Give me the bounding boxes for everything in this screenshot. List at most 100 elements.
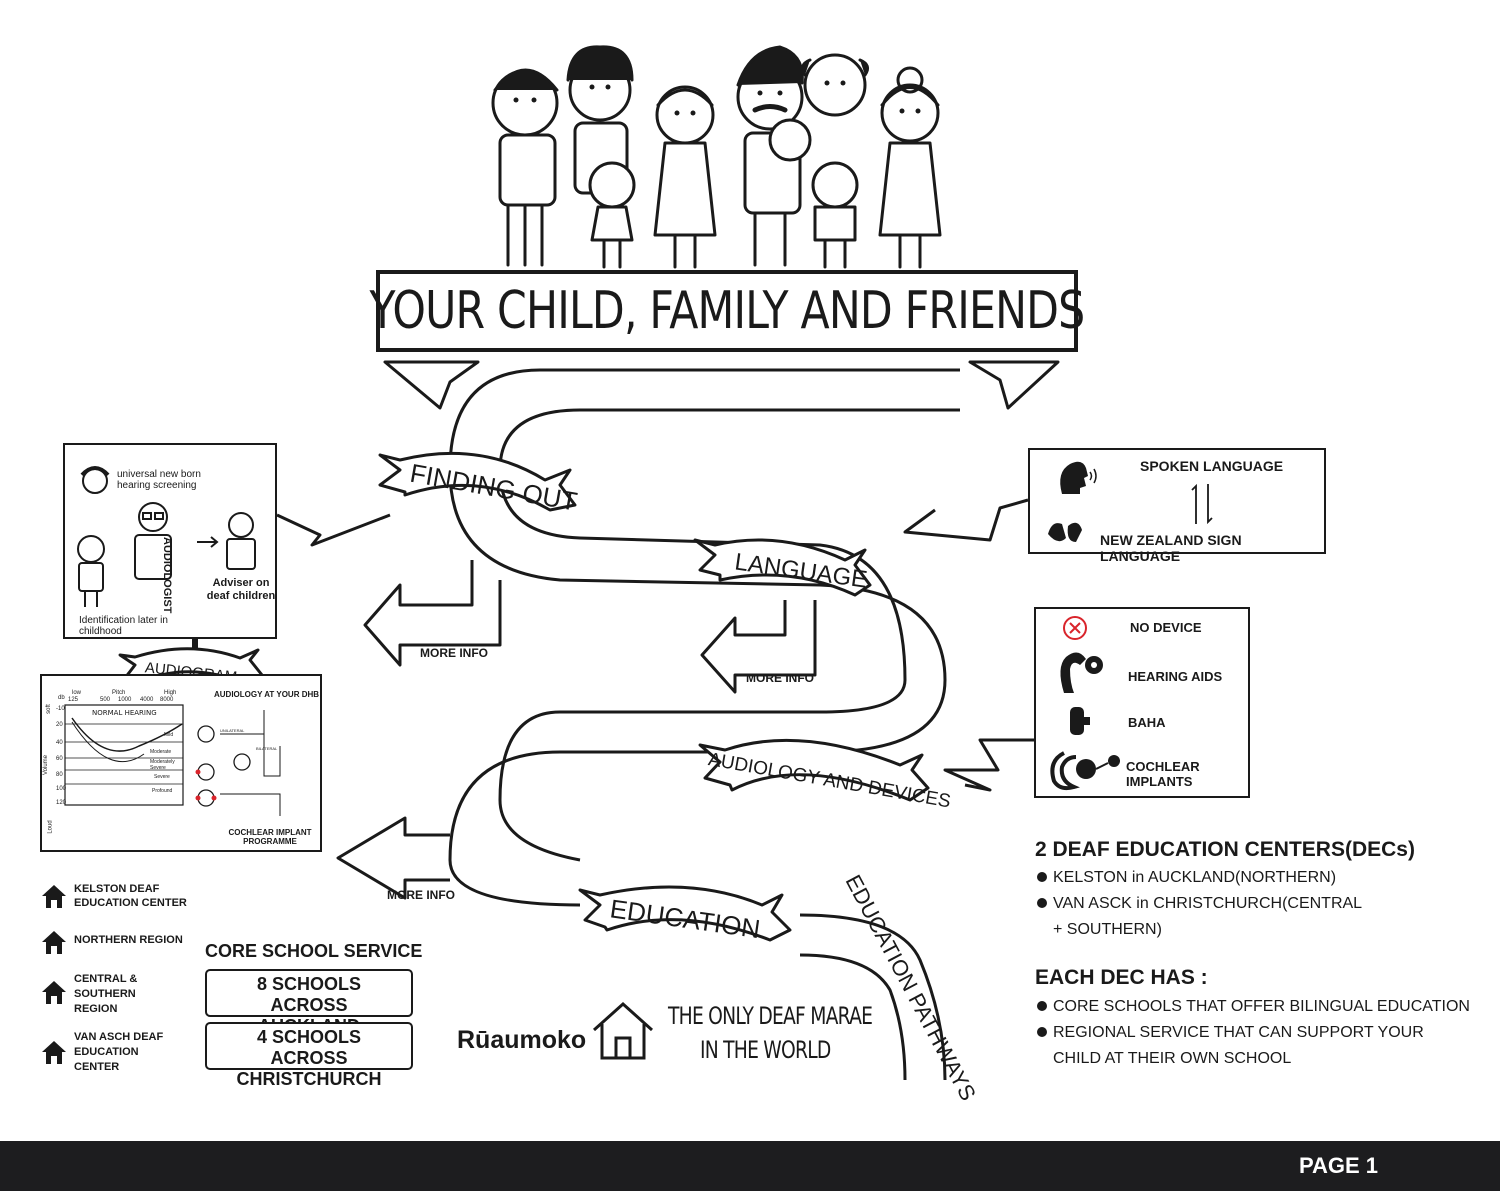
audiologist-icon bbox=[134, 502, 172, 580]
dec-has-title: EACH DEC HAS : bbox=[1035, 966, 1208, 989]
audiogram-freq-0: 125 bbox=[68, 697, 79, 703]
footer-bar: PAGE 1 bbox=[0, 1141, 1500, 1191]
dec-item-kelston: KELSTON in AUCKLAND(NORTHERN) bbox=[1037, 865, 1457, 891]
house-icon bbox=[42, 1041, 66, 1064]
dec-has-item-core-text: CORE SCHOOLS THAT OFFER BILINGUAL EDUCAT… bbox=[1053, 998, 1470, 1015]
audiogram-freq-4: 8000 bbox=[160, 697, 174, 703]
dec-item-van-asck: VAN ASCK in CHRISTCHURCH(CENTRAL + SOUTH… bbox=[1037, 891, 1373, 943]
cochlear-implant-icon bbox=[1050, 751, 1120, 791]
language-box: SPOKEN LANGUAGE NEW ZEALAND SIGN LANGUAG… bbox=[1028, 448, 1326, 564]
house-icon bbox=[42, 981, 66, 1004]
device-no-device: NO DEVICE bbox=[1130, 620, 1202, 635]
audiogram-unilateral: UNILATERAL bbox=[220, 728, 245, 733]
core-title: CORE SCHOOL SERVICE bbox=[205, 941, 423, 961]
marae-house-icon bbox=[592, 1001, 654, 1060]
audiogram-normal: NORMAL HEARING bbox=[92, 709, 157, 717]
audiogram-level-1: 20 bbox=[56, 722, 63, 728]
arrow-right-icon bbox=[197, 536, 219, 548]
legend-item-northern: NORTHERN REGION bbox=[40, 928, 200, 958]
spoken-language-label: SPOKEN LANGUAGE bbox=[1140, 458, 1284, 474]
marae-line2: IN THE WORLD bbox=[700, 1036, 831, 1064]
identification-label: Identification later in childhood bbox=[79, 615, 168, 637]
audiogram-box: low Pitch High db 125 500 1000 4000 8000… bbox=[40, 674, 322, 852]
bullet-icon bbox=[1037, 898, 1047, 908]
legend-northern-label: NORTHERN REGION bbox=[74, 934, 183, 946]
speaking-head-icon bbox=[1060, 461, 1097, 494]
family-illustration bbox=[491, 45, 942, 269]
dec-title: 2 DEAF EDUCATION CENTERS(DECs) bbox=[1035, 838, 1415, 861]
audiogram-high: High bbox=[164, 690, 177, 696]
baha-icon bbox=[1070, 707, 1090, 735]
legend-central-label: CENTRAL & SOUTHERN REGION bbox=[74, 973, 138, 1015]
dec-item-van-asck-text: VAN ASCK in CHRISTCHURCH(CENTRAL + SOUTH… bbox=[1053, 895, 1362, 938]
screening-label: universal new born hearing screening bbox=[117, 469, 201, 491]
dec-has-item-regional-text: REGIONAL SERVICE THAT CAN SUPPORT YOUR C… bbox=[1053, 1024, 1424, 1067]
legend-item-kelston: KELSTON DEAF EDUCATION CENTER bbox=[40, 880, 200, 914]
bullet-icon bbox=[1037, 1001, 1047, 1011]
finding-out-box: universal new born hearing screening AUD… bbox=[63, 443, 277, 639]
audiogram-grade-0: Mild bbox=[164, 732, 174, 738]
dec-has-item-core: CORE SCHOOLS THAT OFFER BILINGUAL EDUCAT… bbox=[1037, 994, 1477, 1020]
marae-name: Rūaumoko bbox=[457, 1026, 587, 1054]
audiogram-children bbox=[195, 710, 281, 816]
audiogram-level-6: 120 bbox=[56, 800, 67, 806]
adviser-icon bbox=[226, 512, 256, 570]
marae-line1: THE ONLY DEAF MARAE bbox=[668, 1002, 873, 1030]
adviser-label: Adviser on deaf children bbox=[206, 577, 276, 602]
audiogram-level-3: 60 bbox=[56, 756, 63, 762]
road-diagram: FINDING OUT LANGUAGE AUDIOLOGY AND DEVIC… bbox=[118, 360, 1060, 1105]
no-device-icon bbox=[1063, 616, 1087, 640]
legend-item-van-asch: VAN ASCH DEAF EDUCATION CENTER bbox=[40, 1030, 200, 1076]
audiogram-pitch: Pitch bbox=[112, 690, 126, 696]
audiogram-soft: soft bbox=[45, 704, 52, 714]
bullet-icon bbox=[1037, 1027, 1047, 1037]
devices-box: NO DEVICE HEARING AIDS BAHA COCHLEAR IMP… bbox=[1034, 607, 1250, 798]
audiogram-cochlear: COCHLEAR IMPLANT PROGRAMME bbox=[228, 828, 312, 846]
audiologist-label: AUDIOLOGIST bbox=[161, 537, 173, 614]
audiogram-bilateral: BILATERAL bbox=[256, 746, 278, 751]
bullet-icon bbox=[1037, 872, 1047, 882]
audiogram-level-4: 80 bbox=[56, 772, 63, 778]
legend-item-central: CENTRAL & SOUTHERN REGION bbox=[40, 970, 200, 1016]
device-baha: BAHA bbox=[1128, 715, 1166, 730]
legend-kelston-label: KELSTON DEAF EDUCATION CENTER bbox=[74, 883, 187, 909]
audiogram-volume: Volume bbox=[43, 754, 50, 776]
core-box-auckland: 8 SCHOOLS ACROSS AUCKLAND bbox=[205, 969, 413, 1036]
page-number: PAGE 1 bbox=[1298, 1153, 1378, 1178]
audiogram-level-5: 100 bbox=[56, 786, 67, 792]
more-info-education[interactable]: MORE INFO bbox=[387, 888, 455, 902]
core-box-christchurch: 4 SCHOOLS ACROSS CHRISTCHURCH bbox=[205, 1022, 413, 1089]
audiogram-db: db bbox=[58, 695, 65, 701]
more-info-finding[interactable]: MORE INFO bbox=[420, 646, 488, 660]
audiogram-grade-2: Moderately Severe bbox=[150, 759, 175, 771]
swap-arrows-icon bbox=[1191, 483, 1213, 525]
audiogram-grade-1: Moderate bbox=[150, 749, 172, 755]
house-icon bbox=[42, 931, 66, 954]
device-hearing-aids: HEARING AIDS bbox=[1128, 669, 1223, 684]
dec-item-kelston-text: KELSTON in AUCKLAND(NORTHERN) bbox=[1053, 869, 1337, 886]
more-info-language[interactable]: MORE INFO bbox=[746, 671, 814, 685]
audiogram-level-0: -10 bbox=[56, 706, 65, 712]
audiogram-dhb: AUDIOLOGY AT YOUR DHB bbox=[214, 690, 320, 699]
device-cochlear: COCHLEAR IMPLANTS bbox=[1126, 759, 1200, 789]
audiogram-grade-4: Profound bbox=[152, 788, 173, 794]
title-banner: YOUR CHILD, FAMILY AND FRIENDS bbox=[370, 270, 1085, 352]
audiogram-freq-3: 4000 bbox=[140, 697, 154, 703]
legend-van-asch-label: VAN ASCH DEAF EDUCATION CENTER bbox=[74, 1031, 164, 1073]
audiogram-grade-3: Severe bbox=[154, 774, 170, 780]
dec-has-item-regional: REGIONAL SERVICE THAT CAN SUPPORT YOUR C… bbox=[1037, 1020, 1453, 1072]
audiogram-freq-1: 500 bbox=[100, 697, 111, 703]
audiogram-chart bbox=[64, 704, 184, 806]
house-icon bbox=[42, 885, 66, 908]
baby-icon bbox=[80, 466, 110, 494]
audiogram-freq-2: 1000 bbox=[118, 697, 132, 703]
stage-pathways: EDUCATION PATHWAYS bbox=[841, 871, 981, 1105]
hearing-aid-icon bbox=[1060, 652, 1103, 693]
audiogram-level-2: 40 bbox=[56, 740, 63, 746]
sign-language-icon bbox=[1048, 522, 1082, 542]
audiogram-loud: Loud bbox=[47, 820, 54, 834]
child-icon bbox=[77, 535, 105, 607]
title-text: YOUR CHILD, FAMILY AND FRIENDS bbox=[369, 281, 1086, 341]
sign-language-label: NEW ZEALAND SIGN LANGUAGE bbox=[1100, 532, 1242, 564]
audiogram-low: low bbox=[72, 690, 82, 696]
